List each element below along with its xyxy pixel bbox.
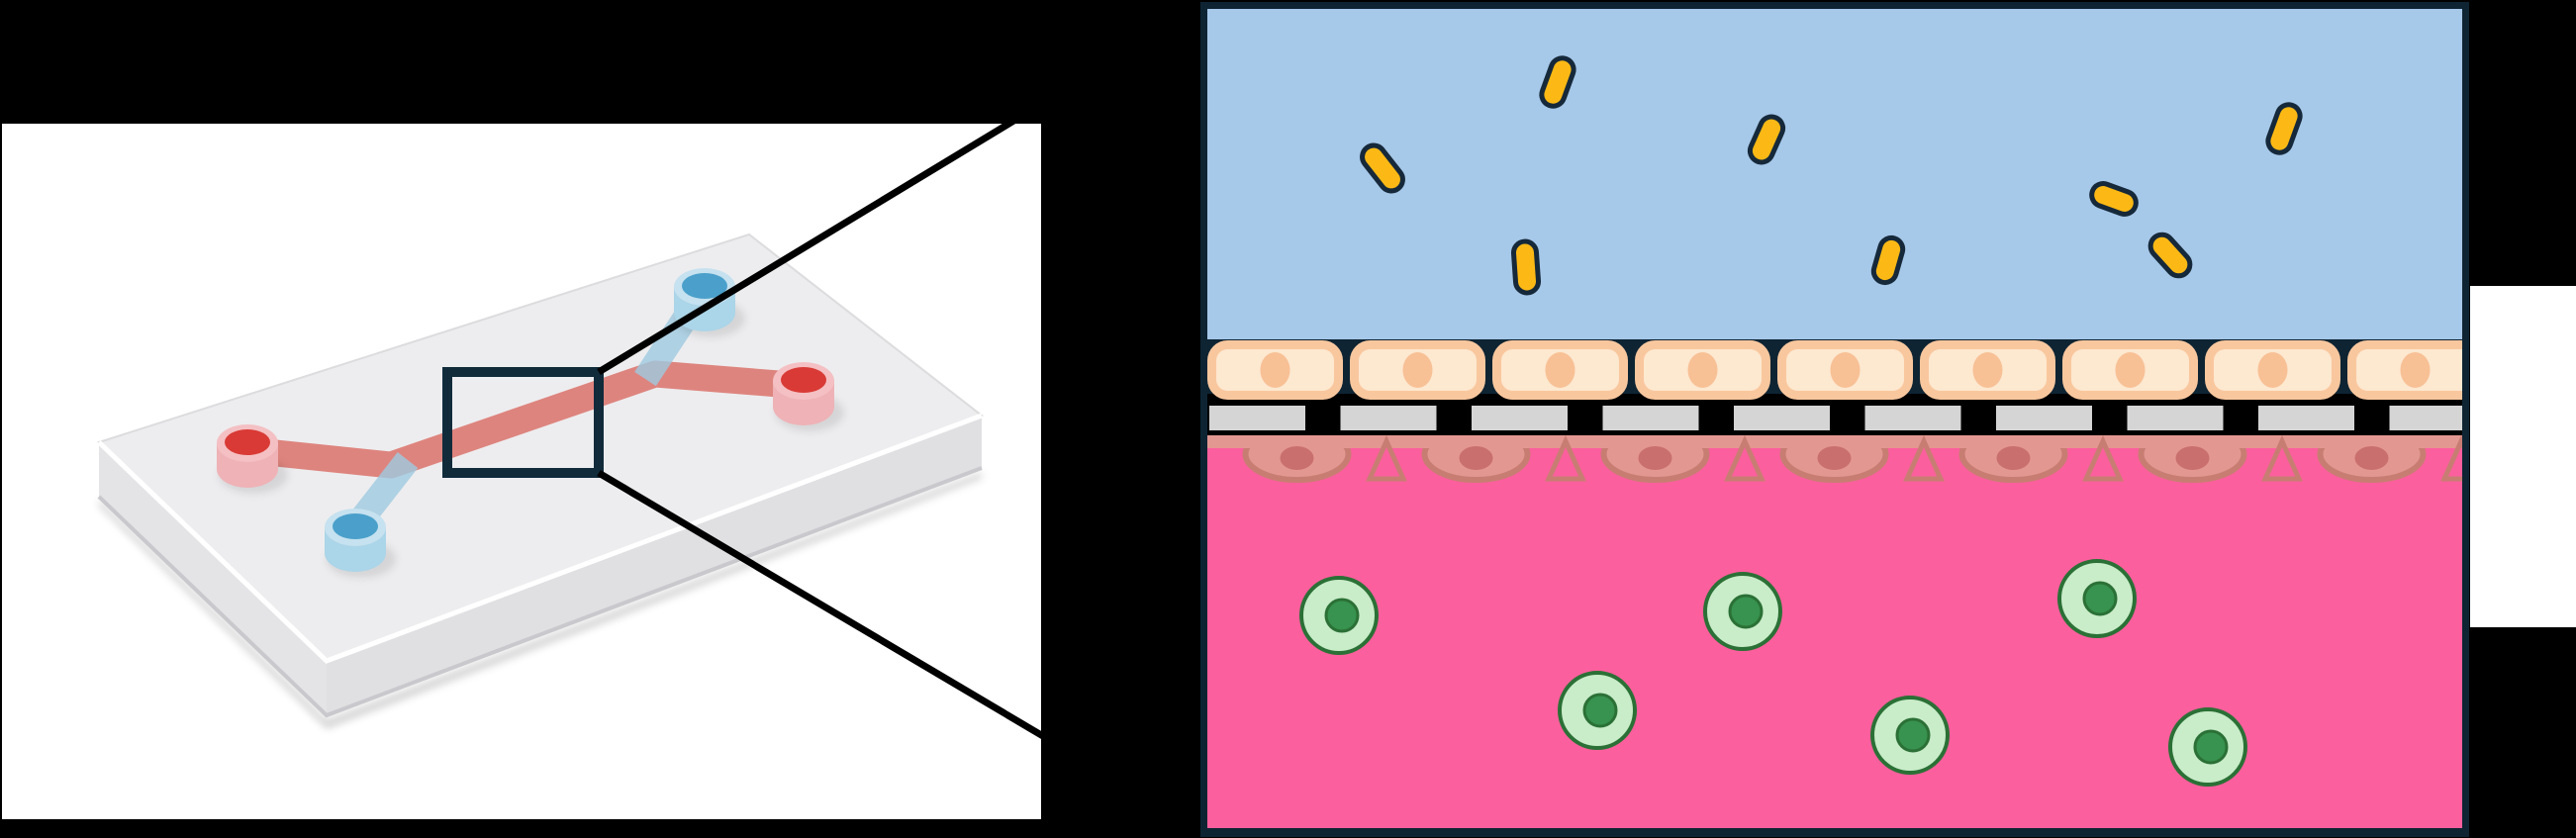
endothelial-cell-junction-notch <box>1724 434 1765 482</box>
epithelial-nucleus <box>1402 352 1433 388</box>
right-edge-white-tab <box>2470 286 2576 627</box>
membrane-segment <box>1602 406 1699 430</box>
epithelial-cell <box>2347 340 2462 400</box>
bacterium-rod <box>1510 238 1542 296</box>
immune-cell-group <box>1299 559 2247 787</box>
chip-front-bevel <box>97 413 983 664</box>
membrane-segment <box>2258 406 2354 430</box>
blue-port-bottom <box>325 509 396 578</box>
membrane-segment <box>2127 406 2224 430</box>
endothelial-nucleus <box>1996 446 2031 470</box>
endothelial-cell-junction-notch <box>2440 434 2462 482</box>
red-port-left <box>217 424 288 494</box>
endothelial-cell-junction-notch <box>1545 434 1586 482</box>
immune-cell <box>2057 559 2137 638</box>
bacteria-group <box>1360 55 2303 296</box>
cross-section-content <box>1207 9 2462 828</box>
immune-cell-nucleus <box>1582 693 1618 728</box>
endothelial-cell-junction-notch <box>1903 434 1945 482</box>
bacterium-rod <box>1870 234 1906 286</box>
bacterium-rod <box>2147 232 2193 279</box>
epithelial-cell <box>2062 340 2198 400</box>
membrane-segment <box>1996 406 2092 430</box>
magnified-region-box <box>442 367 604 478</box>
red-port-right <box>773 362 844 431</box>
immune-cell <box>1870 696 1950 775</box>
immune-cell-nucleus <box>2193 729 2229 765</box>
epithelial-cell <box>1207 340 1343 400</box>
bacterium-rod <box>2089 181 2139 217</box>
endothelial-cell-junction-notch <box>2082 434 2124 482</box>
chip-left-face <box>99 442 327 715</box>
bacterium-rod <box>1539 55 1576 109</box>
epithelial-nucleus <box>1972 352 2003 388</box>
bacterium-rod <box>1360 142 1405 194</box>
callout-line-1 <box>597 3 1205 375</box>
endothelial-nucleus <box>1280 446 1314 470</box>
epithelial-cell <box>1350 340 1485 400</box>
epithelial-nucleus <box>1260 352 1290 388</box>
epithelial-cell <box>1920 340 2055 400</box>
endothelial-nucleus <box>1817 446 1852 470</box>
endothelial-cell-junction-notch <box>1366 434 1407 482</box>
epithelial-nucleus <box>1687 352 1718 388</box>
immune-cell <box>1703 572 1782 651</box>
epithelial-nucleus <box>1830 352 1860 388</box>
epithelial-nucleus <box>2400 352 2431 388</box>
apical-channel-lumen <box>1207 9 2462 339</box>
red-channel <box>245 360 806 479</box>
port-opening <box>333 513 378 539</box>
membrane-segment <box>1209 406 1305 430</box>
immune-cell <box>1299 576 1379 655</box>
port-opening <box>225 429 270 455</box>
immune-cell-nucleus <box>2082 581 2118 616</box>
epithelial-cell <box>2205 340 2340 400</box>
microfluidic-chip <box>97 233 985 729</box>
immune-cell-nucleus <box>1728 594 1764 629</box>
endothelial-nucleus <box>1459 446 1493 470</box>
immune-cell-nucleus <box>1895 717 1931 753</box>
port-opening <box>781 367 826 393</box>
immune-cell <box>1558 671 1637 750</box>
epithelial-cell <box>1635 340 1770 400</box>
epithelial-cell <box>1492 340 1628 400</box>
endothelial-nucleus <box>2354 446 2389 470</box>
endothelial-nucleus <box>2175 446 2210 470</box>
callout-line-2 <box>597 469 1205 835</box>
endothelial-cell-junction-notch <box>2261 434 2303 482</box>
port-opening <box>682 273 727 299</box>
epithelial-cell <box>1777 340 1913 400</box>
membrane-segment <box>2389 406 2462 430</box>
cross-section-panel <box>1200 2 2469 837</box>
membrane-segment <box>1340 406 1437 430</box>
epithelial-nucleus <box>2257 352 2288 388</box>
epithelial-layer <box>1207 340 2462 400</box>
bacterium-rod <box>2265 102 2303 155</box>
epithelial-nucleus <box>2115 352 2146 388</box>
chip-right-face <box>327 416 982 715</box>
endothelial-nucleus <box>1638 446 1672 470</box>
porous-membrane <box>1207 394 2462 435</box>
bacterium-rod <box>1747 114 1786 165</box>
epithelial-nucleus <box>1545 352 1575 388</box>
endothelial-band <box>1207 433 2462 448</box>
membrane-segment <box>1734 406 1830 430</box>
chip-overview-panel <box>2 124 1041 819</box>
membrane-segment <box>1472 406 1568 430</box>
membrane-segment <box>1864 406 1961 430</box>
immune-cell <box>2168 707 2247 787</box>
immune-cell-nucleus <box>1324 598 1360 633</box>
magnification-callout <box>597 3 1205 835</box>
chip-bottom-edge <box>97 466 983 718</box>
